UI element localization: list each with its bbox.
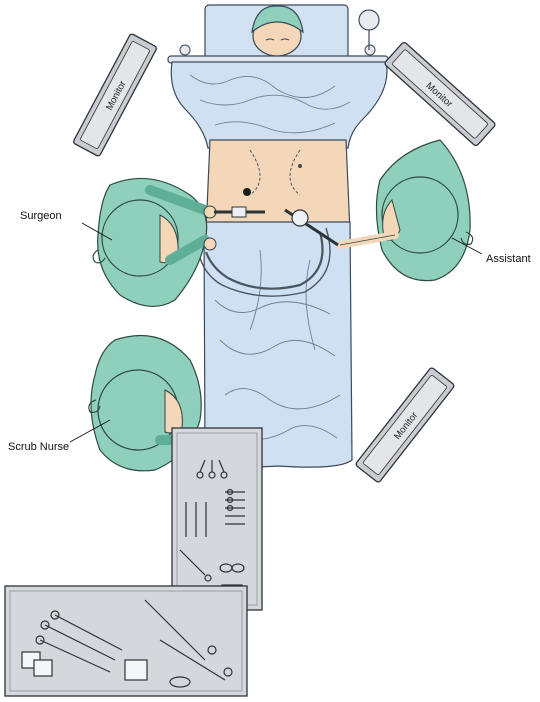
assistant-callout: Assistant: [451, 237, 531, 265]
surgeon-callout: Surgeon: [20, 210, 113, 241]
assistant-figure: [284, 139, 474, 282]
operating-table: [167, 4, 389, 468]
mayo-tray: [171, 427, 263, 611]
patient-torso: [205, 139, 351, 233]
table-knob-right: [364, 44, 376, 56]
surgeon-label: Surgeon: [20, 210, 62, 222]
back-table: [4, 585, 248, 697]
assistant-label: Assistant: [486, 253, 531, 265]
instrument-cables: [199, 227, 331, 297]
iv-pole-top: [358, 9, 380, 31]
port-site: [243, 188, 251, 196]
monitor-top-left: Monitor: [73, 33, 157, 157]
monitor-top-right: Monitor: [384, 41, 496, 147]
patient-head: [251, 5, 304, 57]
scrub-nurse-callout: Scrub Nurse: [8, 419, 111, 453]
table-knob-left: [179, 44, 191, 56]
surgeon-figure: [92, 177, 265, 307]
port-site-2: [298, 164, 302, 168]
scrub-nurse-label: Scrub Nurse: [8, 441, 69, 453]
monitor-bottom-right: Monitor: [355, 367, 455, 483]
upper-drape: [170, 61, 388, 149]
